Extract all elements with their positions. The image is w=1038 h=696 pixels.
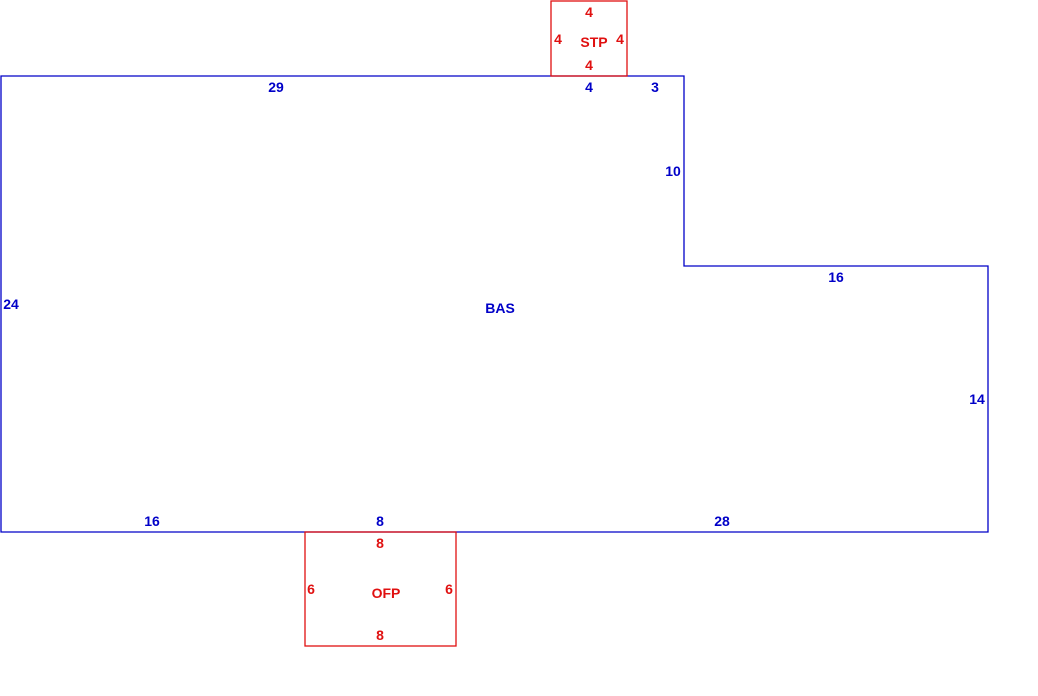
stp-outline — [550, 0, 628, 77]
ofp-area: OFP 8 6 6 8 — [304, 531, 457, 647]
stp-dim-top: 4 — [585, 4, 593, 20]
ofp-dim-left: 6 — [307, 581, 315, 597]
bas-label: BAS — [485, 300, 515, 316]
bas-dim-top-mid: 4 — [585, 79, 593, 95]
bas-dim-bottom-mid: 8 — [376, 513, 384, 529]
ofp-dim-bottom: 8 — [376, 627, 384, 643]
ofp-label: OFP — [372, 585, 401, 601]
stp-area: STP 4 4 4 4 — [550, 0, 628, 77]
stp-dim-left: 4 — [554, 31, 562, 47]
bas-dim-top-right: 3 — [651, 79, 659, 95]
bas-dim-right-upper: 10 — [665, 163, 681, 179]
ofp-dim-right: 6 — [445, 581, 453, 597]
bas-dim-left: 24 — [3, 296, 19, 312]
ofp-dim-top: 8 — [376, 535, 384, 551]
stp-dim-bottom: 4 — [585, 57, 593, 73]
bas-dim-top-left: 29 — [268, 79, 284, 95]
stp-label: STP — [580, 34, 607, 50]
bas-dim-bottom-left: 16 — [144, 513, 160, 529]
bas-dim-bottom-right: 28 — [714, 513, 730, 529]
bas-dim-right-lower: 14 — [969, 391, 985, 407]
ofp-outline — [304, 531, 457, 647]
bas-dim-step: 16 — [828, 269, 844, 285]
bas-area: BAS 29 4 3 10 16 14 24 16 8 28 — [0, 75, 989, 533]
bas-outline — [0, 75, 989, 533]
stp-dim-right: 4 — [616, 31, 624, 47]
